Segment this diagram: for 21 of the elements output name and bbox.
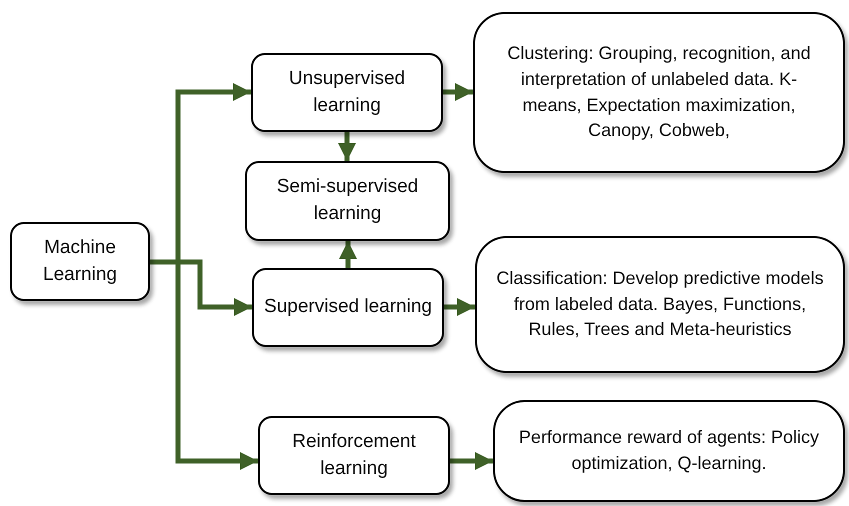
arrow [338, 132, 356, 161]
arrow [450, 452, 493, 470]
node-text: Unsupervised learning [288, 66, 406, 118]
node-text: Classification: Develop predictive models from labeled data. Bayes, Functions, Rules, Trees and Meta-heuristics [495, 267, 825, 342]
rounded-box [473, 12, 845, 173]
node-text: Machine Learning [42, 236, 118, 286]
node-text: Performance reward of agents: Policy optimization, Q-learning. [518, 426, 820, 475]
rounded-box [10, 222, 150, 301]
rounded-box [258, 416, 450, 495]
node-text: Clustering: Grouping, recognition, and interpretation of unlabeled data. K-means, Expectation maximization, Canopy, Cobweb, [506, 42, 812, 142]
rounded-box [475, 236, 845, 373]
rounded-box [252, 268, 444, 347]
rounded-box [245, 161, 450, 241]
node-text: Reinforcement learning [291, 430, 417, 480]
node-text: Supervised learning [264, 295, 432, 320]
node-text: Semi-supervised learning [276, 175, 420, 226]
rounded-box [251, 53, 443, 132]
arrow [443, 83, 473, 101]
rounded-box [493, 400, 845, 502]
arrow [444, 298, 475, 316]
arrow [339, 241, 357, 268]
